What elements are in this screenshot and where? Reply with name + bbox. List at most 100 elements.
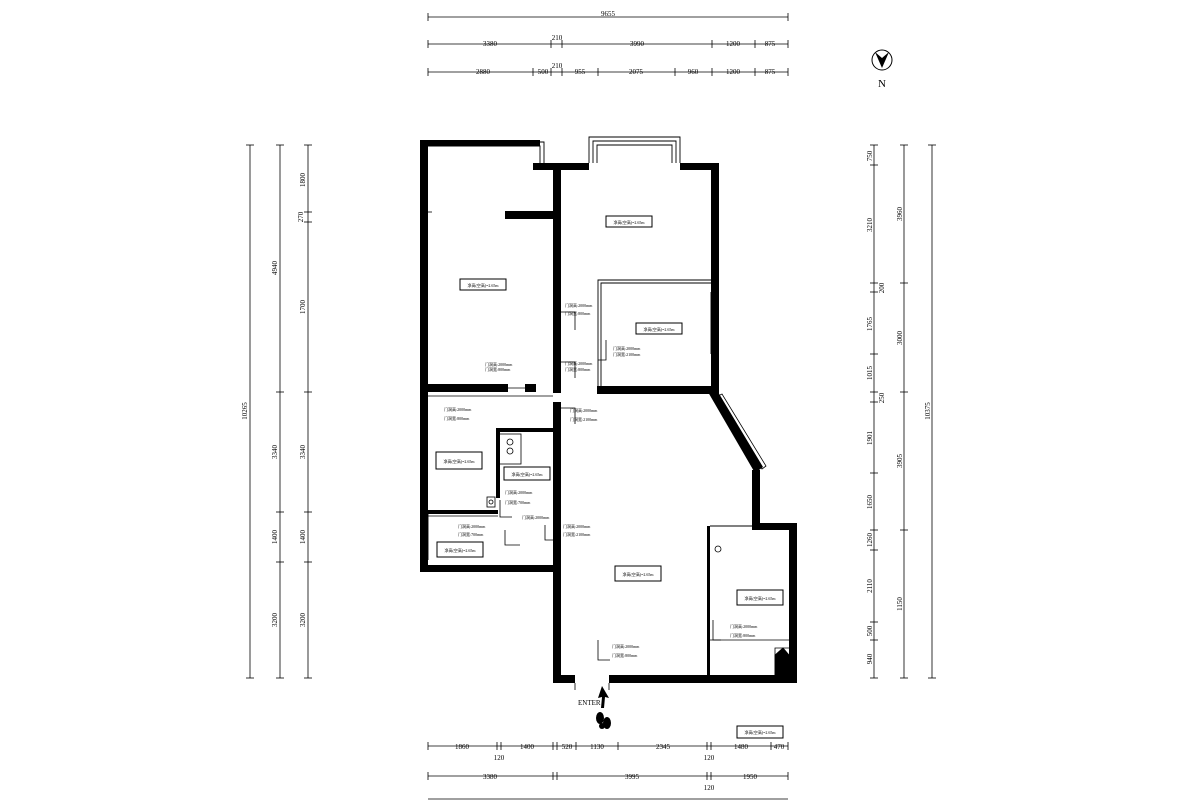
dim-top-r2-1: 3380 [483,40,498,48]
dim-left-m3: 1400 [271,530,279,545]
dim-bot-r1-7: 470 [774,743,785,751]
dim-top-r3-4: 955 [575,68,586,76]
room-tag-2: 净高(空高)=2.65m [613,219,645,225]
door-note-2-b: 门洞宽:800mm [565,310,591,316]
dim-right-i5: 1015 [866,366,874,381]
footprints-icon [596,712,611,729]
dim-bot-r2-2: 3995 [625,773,640,781]
door-note-3-b: 门洞宽:800mm [565,366,591,372]
north-arrow-icon [871,49,893,71]
walls [420,140,797,683]
dim-bot-r1-sub-1: 120 [494,754,505,762]
dim-left-i4: 3340 [299,445,307,460]
dim-bot-r2-1: 3380 [483,773,498,781]
entrance-arrow-icon [598,686,609,708]
room-tag-1: 净高(空高)=2.65m [467,282,499,288]
dim-bot-r1-2: 1400 [520,743,535,751]
door-note-7-a: 门洞高:2000mm [505,489,533,495]
dim-bot-r1-1: 1860 [455,743,470,751]
dim-left-i1: 1800 [299,173,307,188]
door-note-5-b: 门洞宽:2100mm [613,351,641,357]
door-note-1-a: 门洞高:2000mm [485,361,513,367]
fixtures [486,438,790,676]
door-note-5-a: 门洞高:2000mm [613,345,641,351]
slanted-wall [708,392,763,473]
dim-top-r3-1: 2880 [476,68,491,76]
dim-bot-r2-3: 1950 [743,773,758,781]
dim-right-i2: 3210 [866,218,874,233]
dim-bot-r2-sub-1: 120 [704,784,715,792]
dim-right-m4: 1150 [896,597,904,611]
dim-top-r2-4: 1200 [726,40,741,48]
dim-top-r3-7: 1200 [726,68,741,76]
dim-top-r2-5: 875 [765,40,776,48]
door-note-1-b: 门洞宽:800mm [485,366,511,372]
dim-right-m2: 3000 [896,331,904,346]
door-note-2-a: 门洞高:2000mm [565,302,593,308]
door-notes: 门洞高:2000mm 门洞宽:800mm 门洞高:2000mm 门洞宽:800m… [444,302,758,658]
dim-left-i2: 270 [297,211,305,222]
room-tags: 净高(空高)=2.65m 净高(空高)=2.65m 净高(空高)=2.65m 净… [435,215,784,739]
bottom-dimensions [427,742,789,800]
room-tag-5: 净高(空高)=2.65m [511,471,543,477]
dim-right-i12: 940 [866,653,874,664]
dim-right-i7: 1901 [866,431,874,446]
door-note-4-a: 门洞高:2000mm [570,407,598,413]
door-note-9-b: 门洞宽:2100mm [563,531,591,537]
dim-left-i3: 1700 [299,300,307,315]
dim-bot-r1-sub-2: 120 [704,754,715,762]
door-note-9-a: 门洞高:2000mm [563,523,591,529]
room-tag-7: 净高(空高)=2.65m [622,571,654,577]
door-note-11-a: 门洞高:2000mm [730,623,758,629]
dim-right-m1: 3960 [896,207,904,222]
dim-top-r3-2: 500 [538,68,549,76]
entrance-label: ENTER [578,699,601,707]
slanted-wall-outer [717,393,767,470]
dim-bot-r1-6: 1480 [734,743,749,751]
dim-top-r2-3: 3990 [630,40,645,48]
interior-lines [428,211,789,675]
door-note-4-b: 门洞宽:2100mm [570,416,598,422]
window-outlines [427,136,752,560]
door-note-6-b: 门洞宽:800mm [444,415,470,421]
door-note-6-a: 门洞高:2000mm [444,406,472,412]
dim-left-m1: 4940 [271,261,279,276]
dim-right-i3: 200 [878,282,886,293]
room-tag-4: 净高(空高)=2.65m [443,458,475,464]
room-tag-3: 净高(空高)=2.65m [643,326,675,332]
dim-right-i8: 1650 [866,495,874,510]
dim-top-r3-8: 875 [765,68,776,76]
door-note-3-a: 门洞高:2000mm [565,360,593,366]
dim-right-i10: 2110 [866,579,874,593]
door-note-11-b: 门洞宽:800mm [730,632,756,638]
door-note-12-a: 门洞高:2000mm [522,514,550,520]
dim-left-m4: 3200 [271,613,279,628]
left-dimensions [246,144,312,679]
door-note-10-a: 门洞高:2000mm [612,643,640,649]
dim-left-m2: 3340 [271,445,279,460]
dim-top-total: 9655 [601,10,616,18]
right-dimensions [870,144,936,679]
dim-bot-r1-5: 2345 [656,743,671,751]
room-tag-8: 净高(空高)=2.65m [744,595,776,601]
dim-right-i11: 500 [866,625,874,636]
room-tag-6: 净高(空高)=2.65m [444,547,476,553]
dim-bot-r1-4: 1130 [590,743,604,751]
dim-top-r3-5: 2075 [629,68,644,76]
dim-top-r2-2: 210 [552,34,563,42]
dim-right-i6: 250 [878,392,886,403]
dim-right-total: 10375 [924,402,932,420]
dim-left-i6: 3200 [299,613,307,628]
top-dimensions [427,13,789,76]
dim-bot-r1-3: 520 [562,743,573,751]
dim-left-i5: 1400 [299,530,307,545]
room-tag-9: 净高(空高)=2.65m [744,729,776,735]
dim-right-i1: 750 [866,150,874,161]
dim-left-total: 10265 [241,402,249,420]
dim-right-i9: 1260 [866,533,874,548]
dim-top-r3-6: 960 [688,68,699,76]
door-markers [499,311,721,690]
door-note-10-b: 门洞宽:800mm [612,652,638,658]
dim-right-m3: 3905 [896,454,904,469]
